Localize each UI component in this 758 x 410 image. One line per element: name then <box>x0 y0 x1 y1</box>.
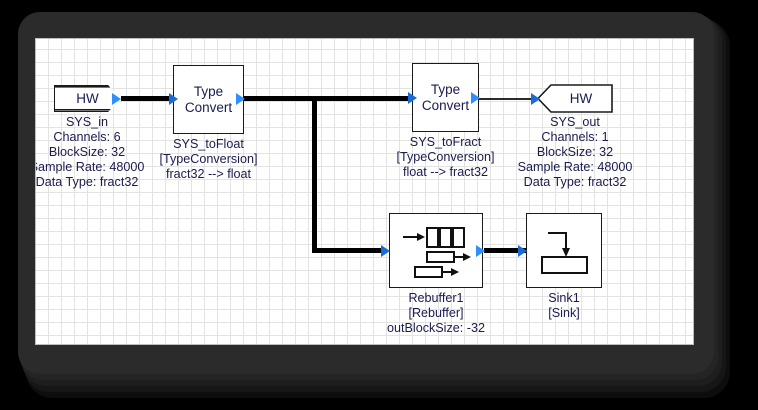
port-in-rebuffer1[interactable] <box>381 244 390 257</box>
block-sys-tofract-line2: Convert <box>421 97 470 113</box>
block-sys-out[interactable]: HW <box>537 84 613 113</box>
sink-arrow-into-buffer-icon <box>541 231 588 274</box>
block-sys-tofract-name: SYS_toFract <box>409 135 482 149</box>
port-out-rebuffer1[interactable] <box>476 244 485 257</box>
block-sys-tofloat-line1: Type <box>193 83 224 99</box>
block-rebuffer1-type: [Rebuffer] <box>408 306 464 320</box>
wire-branch-to-rebuffer[interactable] <box>312 248 384 253</box>
port-out-sys-in[interactable] <box>112 92 121 105</box>
block-sys-tofract-conversion: float --> fract32 <box>402 165 489 179</box>
block-sys-tofloat-line2: Convert <box>184 99 233 115</box>
block-sys-out-prop-datatype: Data Type: fract32 <box>523 175 627 189</box>
block-sys-tofract[interactable]: Type Convert <box>412 63 479 132</box>
block-sink1-type: [Sink] <box>548 306 580 320</box>
port-in-sys-tofloat[interactable] <box>169 92 178 105</box>
port-out-sys-tofract[interactable] <box>471 91 480 104</box>
block-rebuffer1-name: Rebuffer1 <box>408 291 464 305</box>
block-sys-out-text: HW <box>569 91 593 106</box>
wire-sysin-to-tofloat[interactable] <box>121 96 176 101</box>
block-sys-tofloat-name: SYS_toFloat <box>173 137 244 151</box>
block-sys-tofloat-type: [TypeConversion] <box>159 152 258 166</box>
diagram-canvas[interactable]: HW SYS_in Channels: 6 BlockSize: 32 Samp… <box>35 38 694 345</box>
port-in-sink1[interactable] <box>518 244 527 257</box>
block-sys-tofract-line1: Type <box>430 81 461 97</box>
block-sink1-name: Sink1 <box>548 291 580 305</box>
wire-branch-vertical[interactable] <box>312 96 317 253</box>
block-sink1[interactable] <box>526 213 602 288</box>
port-out-sys-tofloat[interactable] <box>236 92 245 105</box>
block-sys-out-prop-samplerate: Sample Rate: 48000 <box>517 160 633 174</box>
block-sys-in-prop-samplerate: Sample Rate: 48000 <box>35 160 145 174</box>
block-sys-tofloat-conversion: fract32 --> float <box>165 167 252 181</box>
block-sys-tofract-type: [TypeConversion] <box>396 150 495 164</box>
block-sys-tofloat-caption: Type Convert <box>185 84 232 116</box>
rebuffer-icon <box>403 226 471 278</box>
block-sys-tofract-caption: Type Convert <box>422 82 469 114</box>
port-in-sys-tofract[interactable] <box>408 91 417 104</box>
block-sys-in-prop-datatype: Data Type: fract32 <box>35 175 139 189</box>
block-sys-in-prop-blocksize: BlockSize: 32 <box>48 145 126 159</box>
wire-rebuffer-to-sink[interactable] <box>484 248 530 253</box>
block-sys-out-prop-channels: Channels: 1 <box>541 130 609 144</box>
wire-tofloat-to-tofract[interactable] <box>244 96 415 101</box>
port-in-sys-out[interactable] <box>531 92 540 105</box>
block-sys-in-name: SYS_in <box>65 115 108 129</box>
block-sys-in-prop-channels: Channels: 6 <box>53 130 121 144</box>
block-sys-out-shape <box>536 84 613 113</box>
block-sys-in[interactable]: HW <box>54 85 120 112</box>
wire-tofract-to-sysout[interactable] <box>477 98 538 100</box>
block-sys-in-text: HW <box>76 91 99 106</box>
block-rebuffer1[interactable] <box>389 213 483 288</box>
block-sys-out-name: SYS_out <box>550 115 600 129</box>
block-sys-tofloat[interactable]: Type Convert <box>173 65 244 134</box>
block-sys-out-prop-blocksize: BlockSize: 32 <box>536 145 614 159</box>
block-rebuffer1-param: outBlockSize: -32 <box>386 321 485 335</box>
